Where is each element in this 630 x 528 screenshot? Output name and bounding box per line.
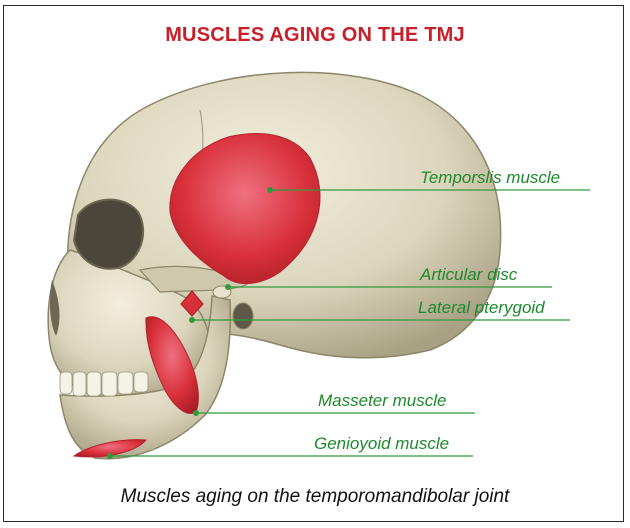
leader-dot-lateral-pterygoid xyxy=(189,317,195,323)
leader-dot-articular-disc xyxy=(225,284,231,290)
ear-canal xyxy=(233,303,253,329)
tooth xyxy=(87,372,101,396)
tooth xyxy=(134,372,148,392)
orbit xyxy=(74,200,143,269)
label-genioyoid: Genioyoid muscle xyxy=(314,434,449,454)
diagram-caption: Muscles aging on the temporomandibolar j… xyxy=(0,486,630,508)
tooth xyxy=(102,372,117,396)
leader-dot-genioyoid xyxy=(107,453,113,459)
label-temporalis: Temporslis muscle xyxy=(420,168,560,188)
label-articular-disc: Articular disc xyxy=(420,265,517,285)
leader-dot-masseter xyxy=(193,410,199,416)
tooth xyxy=(73,372,86,396)
label-lateral-pterygoid: Lateral pterygoid xyxy=(418,298,545,318)
leader-dot-temporalis xyxy=(267,187,273,193)
label-masseter: Masseter muscle xyxy=(318,391,446,411)
tooth xyxy=(118,372,133,394)
tooth xyxy=(60,372,72,394)
